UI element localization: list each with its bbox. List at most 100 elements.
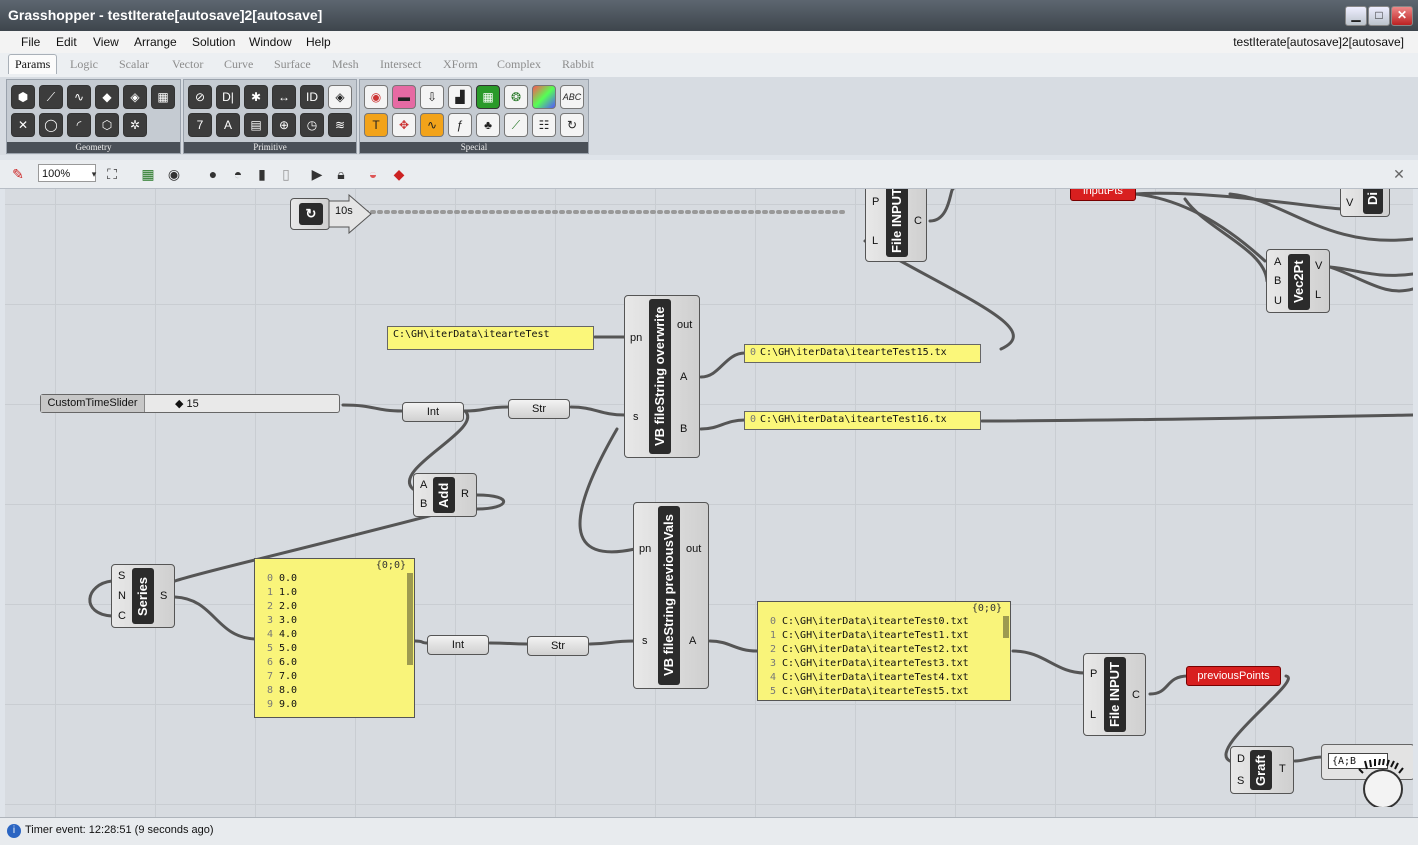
port-c[interactable]: C [1132,689,1140,701]
curve-param-icon[interactable]: ∿ [67,85,91,109]
tab-surface[interactable]: Surface [274,57,311,71]
tab-xform[interactable]: XForm [443,57,478,71]
run-icon[interactable]: ▶ [311,166,323,182]
dl-param-icon[interactable]: D| [216,85,240,109]
port-d[interactable]: D [1237,753,1245,765]
tab-logic[interactable]: Logic [70,57,98,71]
menu-view[interactable]: View [93,35,119,49]
port-a[interactable]: A [689,635,697,647]
graph-canvas[interactable]: ↻ 10s P L File INPUT C inputPts A B U Ve… [5,189,1413,817]
arc-param-icon[interactable]: ◜ [67,113,91,137]
vb-previous-vals-component[interactable]: pn s VB fileString previousVals out A [633,502,709,689]
slider-icon[interactable]: ▬ [392,85,416,109]
record-icon[interactable]: ◆ [393,166,405,182]
port-p[interactable]: P [1090,668,1098,680]
lock-icon[interactable]: 🔒︎ [337,166,345,182]
port-pn[interactable]: pn [639,543,652,555]
tab-rabbit[interactable]: Rabbit [562,57,594,71]
port-b[interactable]: B [680,423,688,435]
input-pts-param[interactable]: inputPts [1070,189,1136,201]
box-param-icon[interactable]: ⬢ [11,85,35,109]
port-t[interactable]: T [1279,763,1286,775]
chevron-down-icon[interactable]: ▾ [91,169,97,179]
tab-params[interactable]: Params [8,54,58,74]
port-s[interactable]: s [642,635,648,647]
colour-wheel-icon[interactable]: ❂ [504,85,528,109]
port-l[interactable]: L [1315,289,1322,301]
port-l[interactable]: L [872,235,879,247]
circle-param-icon[interactable]: ◯ [39,113,63,137]
quick-graph-icon[interactable]: ⟋ [504,113,528,137]
vb-overwrite-component[interactable]: pn s VB fileString overwrite out A B [624,295,700,458]
minimize-button[interactable]: ▁ [1345,6,1367,26]
interval-param-icon[interactable]: ⊕ [272,113,296,137]
bake-icon[interactable]: ◒ [368,166,378,182]
tab-complex[interactable]: Complex [497,57,541,71]
close-button[interactable]: ✕ [1391,6,1413,26]
menu-arrange[interactable]: Arrange [134,35,177,49]
port-a[interactable]: A [420,479,428,491]
graph-mapper-icon[interactable]: ∿ [420,113,444,137]
port-out[interactable]: out [677,319,693,331]
colour-picker-icon[interactable] [532,85,556,109]
str-cast-bottom[interactable]: Str [527,636,589,656]
menu-file[interactable]: File [21,35,41,49]
zoom-extents-icon[interactable]: ⛶ [107,166,117,182]
distance-component[interactable]: V Di [1340,189,1390,217]
data-tree-icon[interactable]: ♣ [476,113,500,137]
port-s[interactable]: s [633,411,639,423]
slider-value[interactable]: ◆ 15 [175,398,199,410]
surface-param-icon[interactable]: ◈ [123,85,147,109]
add-component[interactable]: A B Add R [413,473,477,517]
number-param-icon[interactable]: ✱ [244,85,268,109]
id-param-icon[interactable]: ID [300,85,324,109]
panel-icon[interactable]: ▟ [448,85,472,109]
previous-points-param[interactable]: previousPoints [1186,666,1281,686]
port-a[interactable]: A [1274,256,1282,268]
port-b[interactable]: B [420,498,428,510]
text-tag-icon[interactable]: ABC [560,85,584,109]
port-s[interactable]: S [1237,775,1245,787]
maximize-button[interactable]: □ [1368,6,1390,26]
custom-time-slider[interactable]: CustomTimeSlider ◆ 15 [40,394,340,413]
port-u[interactable]: U [1274,295,1282,307]
function-icon[interactable]: ƒ [448,113,472,137]
sketch-icon[interactable]: ✎ [12,166,24,182]
port-l[interactable]: L [1090,709,1097,721]
path-panel[interactable]: C:\GH\iterData\itearteTest [387,326,594,350]
port-s[interactable]: S [118,570,126,582]
timer-loop-icon[interactable]: ↻ [560,113,584,137]
port-v[interactable]: V [1346,197,1354,209]
wire-icon[interactable]: ◓ [233,166,243,182]
gradient-icon[interactable]: ▦ [476,85,500,109]
param-viewer-icon[interactable]: ⇩ [420,85,444,109]
file-list-panel-scrollbar[interactable] [1003,616,1009,638]
port-s-out[interactable]: S [160,590,168,602]
zoom-combobox[interactable]: 100% [38,164,96,182]
menu-edit[interactable]: Edit [56,35,77,49]
domain-param-icon[interactable]: ↔ [272,85,296,109]
string-param-icon[interactable]: A [216,113,240,137]
shade-icon[interactable]: ● [208,166,218,182]
int-cast-top[interactable]: Int [402,402,464,422]
int-cast-bottom[interactable]: Int [427,635,489,655]
port-v[interactable]: V [1315,260,1323,272]
port-out[interactable]: out [686,543,702,555]
map-icon[interactable]: ▦ [141,166,155,182]
point-param-icon[interactable]: ✕ [11,113,35,137]
port-c[interactable]: C [914,215,922,227]
str-cast-top[interactable]: Str [508,399,570,419]
preview-eye-icon[interactable]: ◉ [167,166,181,182]
menu-window[interactable]: Window [249,35,292,49]
shader-param-icon[interactable]: ▤ [244,113,268,137]
brep-param-icon[interactable]: ◆ [95,85,119,109]
geometry-param-icon[interactable]: ⬡ [95,113,119,137]
vector-param-icon[interactable]: ◈ [328,85,352,109]
file-input-top-component[interactable]: P L File INPUT C [865,189,927,262]
disable-icon[interactable]: ▯ [282,166,290,182]
tab-scalar[interactable]: Scalar [119,57,149,71]
scribble-icon[interactable]: ☷ [532,113,556,137]
